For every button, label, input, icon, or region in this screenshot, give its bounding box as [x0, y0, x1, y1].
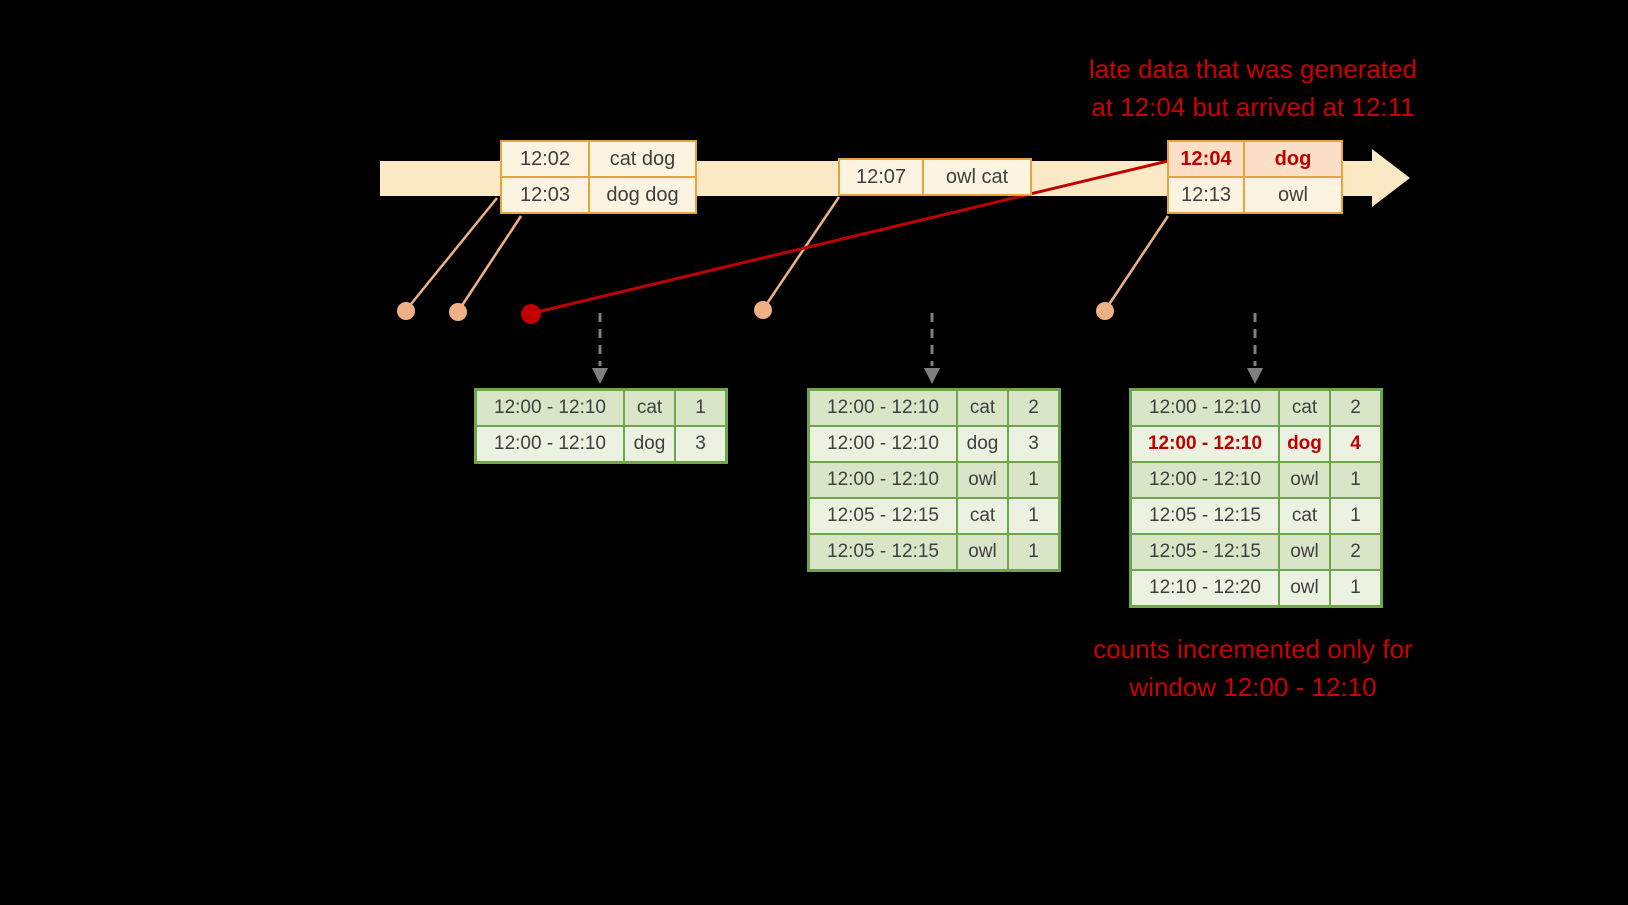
arrival-dot	[397, 302, 415, 320]
event-time: 12:02	[502, 142, 590, 176]
result-word: dog	[958, 427, 1009, 461]
result-word: cat	[958, 499, 1009, 533]
result-word: dog	[625, 427, 676, 461]
result-count: 1	[1028, 541, 1039, 562]
annotation-line: window 12:00 - 12:10	[1129, 672, 1377, 702]
result-window: 12:05 - 12:15	[810, 499, 958, 533]
result-count: 2	[1350, 541, 1361, 562]
result-row-updated: 12:00 - 12:10 dog 4	[1132, 425, 1380, 461]
result-count: 1	[1350, 469, 1361, 490]
result-window: 12:00 - 12:10	[477, 391, 625, 425]
trigger-arrowhead-icon	[1247, 368, 1263, 384]
result-word: owl	[1280, 463, 1331, 497]
event-words: owl cat	[945, 166, 1009, 188]
annotation-line: at 12:04 but arrived at 12:11	[1091, 92, 1415, 122]
result-word: owl	[1280, 571, 1331, 605]
result-word: dog	[1280, 427, 1331, 461]
result-count: 2	[1350, 397, 1361, 418]
result-window: 12:00 - 12:10	[1132, 391, 1280, 425]
event-table-batch3: 12:04 dog 12:13 owl	[1167, 140, 1343, 214]
event-row: 12:02 cat dog	[502, 142, 695, 176]
annotation-line: late data that was generated	[1088, 54, 1418, 84]
result-table-3: 12:00 - 12:10 cat 2 12:00 - 12:10 dog 4 …	[1129, 388, 1383, 608]
result-window: 12:10 - 12:20	[1132, 571, 1280, 605]
connector-line	[457, 215, 523, 311]
result-window: 12:00 - 12:10	[810, 391, 958, 425]
late-data-connector-line	[532, 159, 1169, 315]
result-count: 1	[1028, 469, 1039, 490]
result-row: 12:05 - 12:15 owl 2	[1132, 533, 1380, 569]
event-time: 12:04	[1169, 142, 1245, 176]
result-table-2: 12:00 - 12:10 cat 2 12:00 - 12:10 dog 3 …	[807, 388, 1061, 572]
annotation-line: counts incremented only for	[1093, 634, 1413, 664]
result-row: 12:00 - 12:10 owl 1	[1132, 461, 1380, 497]
result-row: 12:00 - 12:10 owl 1	[810, 461, 1058, 497]
result-window: 12:00 - 12:10	[810, 427, 958, 461]
event-time: 12:07	[840, 160, 924, 194]
trigger-arrowhead-icon	[924, 368, 940, 384]
result-count: 3	[695, 433, 706, 454]
result-word: cat	[625, 391, 676, 425]
result-row: 12:00 - 12:10 dog 3	[810, 425, 1058, 461]
result-window: 12:00 - 12:10	[1132, 463, 1280, 497]
result-count: 1	[1350, 505, 1361, 526]
result-count: 1	[1350, 577, 1361, 598]
result-row: 12:10 - 12:20 owl 1	[1132, 569, 1380, 605]
late-data-annotation: late data that was generated at 12:04 bu…	[1013, 50, 1493, 126]
arrival-dot	[754, 301, 772, 319]
result-row: 12:00 - 12:10 dog 3	[477, 425, 725, 461]
connector-line	[762, 196, 841, 309]
result-row: 12:05 - 12:15 cat 1	[810, 497, 1058, 533]
connector-line	[406, 197, 498, 310]
result-count: 2	[1028, 397, 1039, 418]
arrival-dot	[449, 303, 467, 321]
result-window: 12:05 - 12:15	[810, 535, 958, 569]
trigger-arrowhead-icon	[592, 368, 608, 384]
event-row: 12:03 dog dog	[502, 176, 695, 212]
result-count: 1	[1028, 505, 1039, 526]
result-window: 12:00 - 12:10	[810, 463, 958, 497]
result-window: 12:05 - 12:15	[1132, 499, 1280, 533]
connector-line	[1104, 215, 1170, 310]
result-window: 12:00 - 12:10	[1132, 427, 1280, 461]
event-words: owl	[1277, 184, 1308, 206]
result-row: 12:00 - 12:10 cat 1	[477, 391, 725, 425]
event-table-batch1: 12:02 cat dog 12:03 dog dog	[500, 140, 697, 214]
result-word: cat	[1280, 499, 1331, 533]
event-row: 12:07 owl cat	[840, 160, 1030, 194]
result-count: 4	[1350, 433, 1361, 454]
event-words: cat dog	[609, 148, 676, 170]
result-word: owl	[958, 463, 1009, 497]
result-word: cat	[1280, 391, 1331, 425]
event-words: dog	[1245, 142, 1341, 176]
event-time: 12:13	[1169, 178, 1245, 212]
result-count: 3	[1028, 433, 1039, 454]
result-word: owl	[958, 535, 1009, 569]
event-words: dog dog	[606, 184, 679, 206]
result-window: 12:00 - 12:10	[477, 427, 625, 461]
result-window: 12:05 - 12:15	[1132, 535, 1280, 569]
event-time: 12:03	[502, 178, 590, 212]
result-row: 12:00 - 12:10 cat 2	[810, 391, 1058, 425]
arrival-dot	[1096, 302, 1114, 320]
result-row: 12:00 - 12:10 cat 2	[1132, 391, 1380, 425]
counts-annotation: counts incremented only for window 12:00…	[1013, 630, 1493, 706]
result-table-1: 12:00 - 12:10 cat 1 12:00 - 12:10 dog 3	[474, 388, 728, 464]
result-word: cat	[958, 391, 1009, 425]
result-word: owl	[1280, 535, 1331, 569]
event-row: 12:13 owl	[1169, 176, 1341, 212]
result-row: 12:05 - 12:15 owl 1	[810, 533, 1058, 569]
timeline-arrowhead-icon	[1372, 149, 1410, 207]
event-row-late: 12:04 dog	[1169, 142, 1341, 176]
result-count: 1	[695, 397, 706, 418]
event-table-batch2: 12:07 owl cat	[838, 158, 1032, 196]
late-arrival-dot	[521, 304, 541, 324]
result-row: 12:05 - 12:15 cat 1	[1132, 497, 1380, 533]
